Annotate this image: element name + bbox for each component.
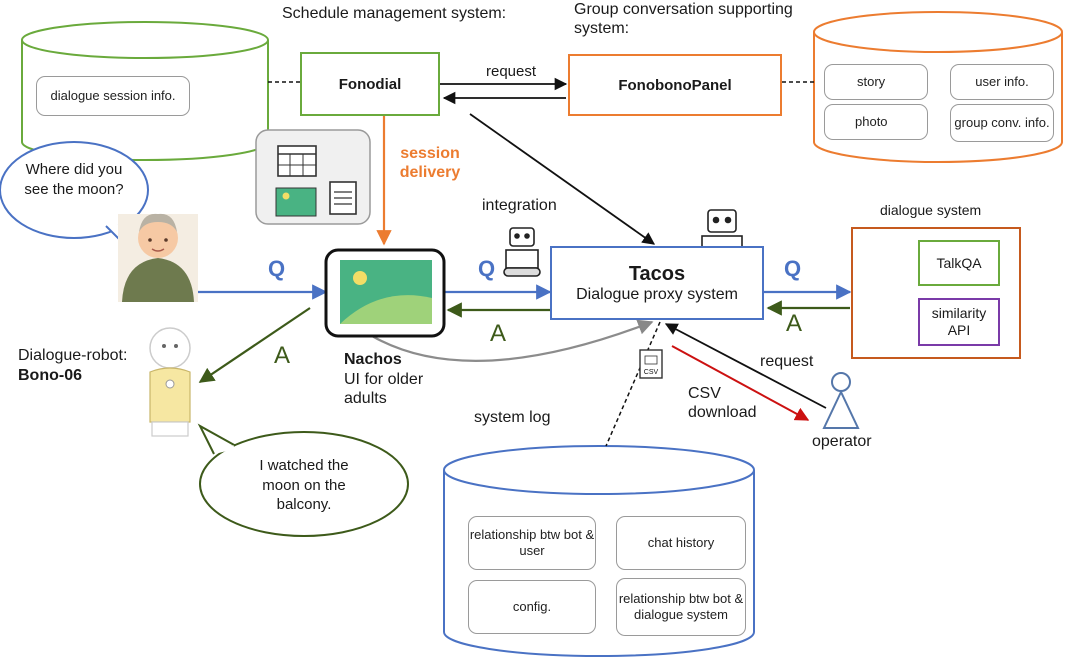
operator-icon xyxy=(822,372,860,429)
integration-label: integration xyxy=(482,197,557,214)
answer-bubble xyxy=(197,423,409,537)
fonobonopanel-box: FonobonoPanel xyxy=(568,54,782,116)
csv-download-label: CSV download xyxy=(688,385,757,422)
similarity-api-box: similarity API xyxy=(918,298,1000,346)
a-right-label: A xyxy=(786,310,803,337)
story-chip: story xyxy=(824,64,928,100)
dialogue-system-caption: dialogue system xyxy=(880,202,982,218)
system-log-caption: system log xyxy=(474,409,551,426)
q-mid-label: Q xyxy=(478,256,496,281)
request-top-label: request xyxy=(486,63,537,80)
q-left-label: Q xyxy=(268,256,286,281)
tacos-box: Tacos Dialogue proxy system xyxy=(550,246,764,320)
user-info-chip: user info. xyxy=(950,64,1054,100)
csv-icon-label: CSV xyxy=(644,369,659,376)
q-right-label: Q xyxy=(784,256,802,281)
log-chat-history-chip: chat history xyxy=(616,516,746,570)
a-left-label: A xyxy=(274,342,291,369)
robot-name: Bono-06 xyxy=(18,367,82,384)
session-resources-card xyxy=(255,129,371,225)
dashed-connector-log xyxy=(605,321,661,447)
csv-file-icon: CSV xyxy=(639,349,663,379)
log-config-chip: config. xyxy=(468,580,596,634)
fonodial-box: Fonodial xyxy=(300,52,440,116)
nachos-tablet-icon xyxy=(324,248,446,338)
integration-robot-icon-small xyxy=(503,227,541,277)
tacos-description: Dialogue proxy system xyxy=(576,285,738,303)
request-operator-label: request xyxy=(760,353,814,370)
arrow-a-left xyxy=(198,307,311,383)
arrow-csv-download xyxy=(671,345,810,421)
nachos-description: UI for older adults xyxy=(344,371,424,408)
fonodial-label: Fonodial xyxy=(338,75,402,93)
fonobonopanel-label: FonobonoPanel xyxy=(618,76,732,94)
tacos-title: Tacos xyxy=(628,262,686,285)
arrow-operator-request xyxy=(664,323,827,409)
answer-text: I watched the moon on the balcony. xyxy=(259,457,349,513)
dialogue-session-info-chip: dialogue session info. xyxy=(36,76,190,116)
group-caption: Group conversation supporting system: xyxy=(574,1,793,38)
photo-chip: photo xyxy=(824,104,928,140)
question-text: Where did you see the moon? xyxy=(24,161,124,198)
operator-label: operator xyxy=(812,433,872,450)
robot-caption: Dialogue-robot: xyxy=(18,347,128,364)
older-adult-illustration xyxy=(118,213,198,302)
log-relationship-bot-dialogue-chip: relationship btw bot & dialogue system xyxy=(616,578,746,636)
arrow-fonodial-tacos xyxy=(469,113,656,245)
session-delivery-label: session delivery xyxy=(399,145,461,182)
bono-robot-illustration xyxy=(149,327,191,437)
group-conv-info-chip: group conv. info. xyxy=(950,104,1054,142)
schedule-caption: Schedule management system: xyxy=(282,5,507,22)
arrow-nachos-tacos-curve xyxy=(371,319,654,362)
a-mid-label: A xyxy=(490,320,507,347)
nachos-title: Nachos xyxy=(344,351,402,368)
log-relationship-bot-user-chip: relationship btw bot & user xyxy=(468,516,596,570)
talkqa-box: TalkQA xyxy=(918,240,1000,286)
